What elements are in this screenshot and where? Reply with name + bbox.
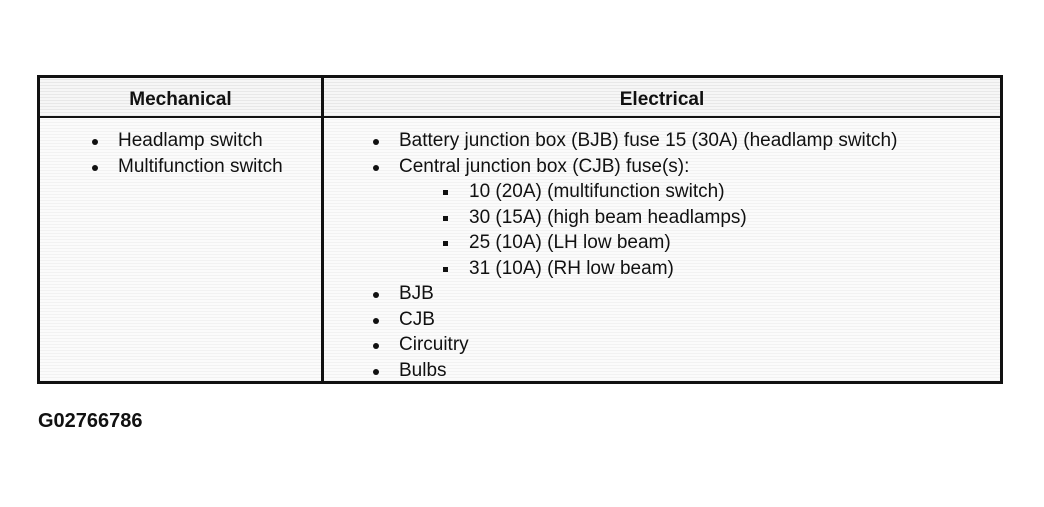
sub-list-item-text: 31 (10A) (RH low beam) — [469, 257, 674, 279]
electrical-list: Battery junction box (BJB) fuse 15 (30A)… — [371, 128, 897, 383]
bullet-icon — [92, 139, 98, 145]
sub-list-item-text: 10 (20A) (multifunction switch) — [469, 181, 725, 202]
list-item-text: Multifunction switch — [118, 155, 283, 177]
mechanical-list: Headlamp switch Multifunction switch — [90, 128, 283, 179]
bullet-icon — [373, 139, 379, 145]
sub-list-item: 31 (10A) (RH low beam) — [441, 256, 897, 282]
list-item: Multifunction switch — [90, 154, 283, 180]
sub-list-item: 30 (15A) (high beam headlamps) — [441, 205, 897, 231]
list-item: BJB — [371, 281, 897, 307]
bullet-icon — [373, 317, 379, 324]
square-bullet-icon — [443, 266, 448, 272]
square-bullet-icon — [443, 215, 448, 221]
list-item: Central junction box (CJB) fuse(s): 10 (… — [371, 154, 897, 282]
list-item: Circuitry — [371, 332, 897, 358]
inspection-chart-table: Mechanical Electrical Headlamp switch Mu… — [37, 75, 1003, 384]
table-header-row: Mechanical Electrical — [40, 78, 1000, 118]
header-electrical: Electrical — [619, 89, 705, 110]
bullet-icon — [92, 164, 98, 171]
sub-list-item-text: 30 (15A) (high beam headlamps) — [469, 206, 747, 228]
table-body-row: Headlamp switch Multifunction switch Bat… — [40, 118, 1000, 381]
bullet-icon — [373, 164, 379, 171]
header-mechanical: Mechanical — [129, 89, 232, 110]
list-item-text: BJB — [399, 283, 434, 304]
square-bullet-icon — [443, 190, 448, 195]
square-bullet-icon — [443, 241, 448, 246]
figure-id-label: G02766786 — [38, 410, 143, 432]
cjb-fuse-sublist: 10 (20A) (multifunction switch) 30 (15A)… — [441, 179, 897, 281]
list-item: Battery junction box (BJB) fuse 15 (30A)… — [371, 128, 897, 154]
sub-list-item-text: 25 (10A) (LH low beam) — [469, 232, 671, 253]
list-item-text: Headlamp switch — [118, 130, 263, 151]
sub-list-item: 25 (10A) (LH low beam) — [441, 230, 897, 256]
bullet-icon — [373, 368, 379, 375]
list-item: CJB — [371, 307, 897, 333]
list-item-text: Battery junction box (BJB) fuse 15 (30A)… — [399, 130, 898, 151]
column-divider — [321, 78, 324, 381]
list-item-text: CJB — [399, 308, 435, 330]
list-item-text: Circuitry — [399, 334, 469, 355]
bullet-icon — [373, 343, 379, 349]
bullet-icon — [373, 292, 379, 298]
list-item: Bulbs — [371, 358, 897, 384]
list-item: Headlamp switch — [90, 128, 283, 154]
list-item-text: Bulbs — [399, 359, 447, 381]
list-item-text: Central junction box (CJB) fuse(s): — [399, 155, 690, 177]
sub-list-item: 10 (20A) (multifunction switch) — [441, 179, 897, 205]
